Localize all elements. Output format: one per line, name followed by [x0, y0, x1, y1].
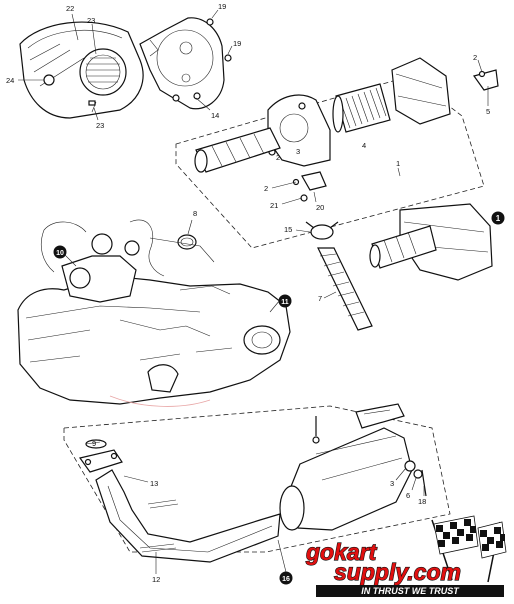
svg-text:11: 11 — [281, 299, 289, 306]
callout-2-housing: 2 — [276, 153, 280, 162]
engine-block — [17, 219, 291, 407]
checkered-flag-icon — [431, 515, 479, 581]
callout-22: 22 — [66, 4, 74, 13]
callout-19: 19 — [233, 39, 241, 48]
callout-15: 15 — [284, 225, 292, 234]
callout-23: 23 — [87, 16, 95, 25]
gokartsupply-logo: gokart supply.com IN THRUST WE TRUST — [304, 515, 507, 597]
callout-2-bracket: 2 — [264, 184, 268, 193]
air-filter-assembled — [369, 203, 493, 281]
fan-cover-assembly — [19, 21, 144, 119]
callout-4: 4 — [362, 141, 366, 150]
brand-name-supply: supply.com — [334, 559, 461, 585]
callout-numbers: 22 23 24 23 19 19 14 2 5 4 2 3 1 2 21 20… — [6, 2, 490, 584]
callout-21: 21 — [270, 201, 278, 210]
callout-14: 14 — [211, 111, 219, 120]
air-filter-exploded — [175, 57, 499, 249]
callout-23-bottom: 23 — [96, 121, 104, 130]
callout-circle-1: 1 — [491, 211, 505, 225]
callout-circle-16: 16 — [279, 571, 293, 585]
fan-shroud-plate — [139, 17, 232, 110]
circled-callouts: 1 10 11 16 — [53, 211, 505, 585]
svg-text:10: 10 — [56, 250, 64, 257]
brand-name-gokart: gokart — [305, 539, 378, 565]
brand-tagline: IN THRUST WE TRUST — [361, 586, 460, 596]
svg-text:16: 16 — [282, 576, 290, 583]
hose-and-clamps — [177, 221, 373, 331]
exhaust-exploded — [63, 403, 451, 563]
callout-5: 5 — [486, 107, 490, 116]
callout-19-top: 19 — [218, 2, 226, 11]
callout-1: 1 — [396, 159, 400, 168]
callout-24: 24 — [6, 76, 14, 85]
callout-8: 8 — [193, 209, 197, 218]
callout-circle-10: 10 — [53, 245, 67, 259]
callout-18: 18 — [418, 497, 426, 506]
callout-2-top-right: 2 — [473, 53, 477, 62]
leader-lines — [18, 9, 489, 574]
svg-text:1: 1 — [496, 214, 501, 223]
callout-3-exhaust: 3 — [390, 479, 394, 488]
checkered-flag-icon-2 — [477, 521, 507, 583]
callout-7: 7 — [318, 294, 322, 303]
callout-9: 9 — [92, 439, 96, 448]
callout-circle-11: 11 — [278, 294, 292, 308]
callout-13: 13 — [150, 479, 158, 488]
callout-20: 20 — [316, 203, 324, 212]
callout-6: 6 — [406, 491, 410, 500]
callout-3: 3 — [296, 147, 300, 156]
callout-12: 12 — [152, 575, 160, 584]
